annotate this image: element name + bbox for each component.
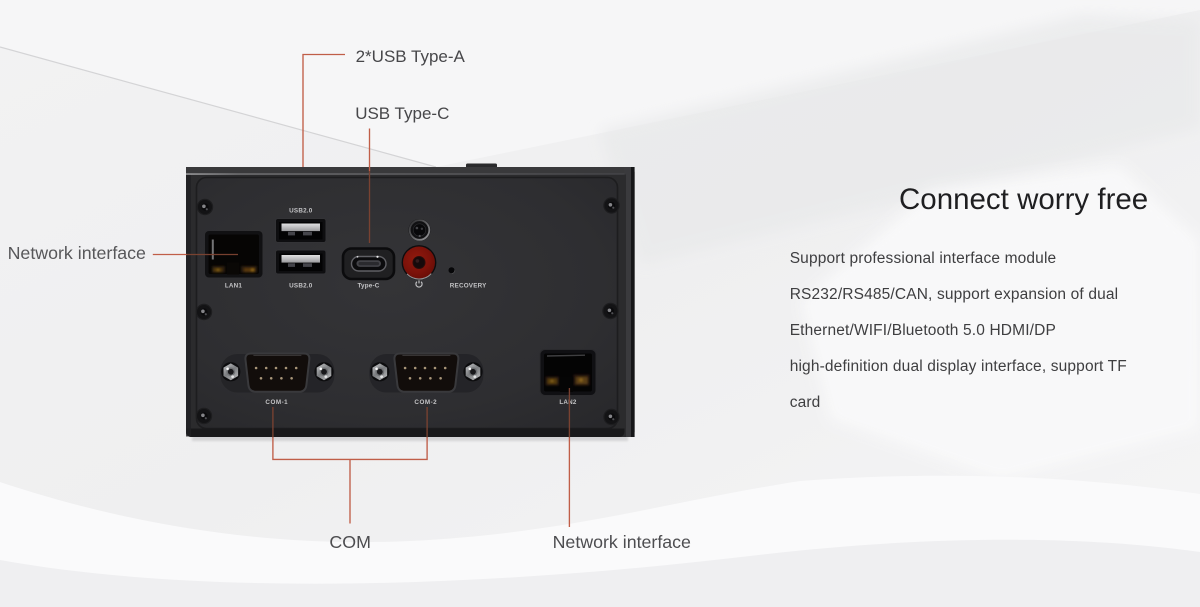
svg-text:USB2.0: USB2.0 (289, 282, 313, 289)
svg-text:RECOVERY: RECOVERY (450, 283, 487, 290)
svg-text:USB2.0: USB2.0 (289, 208, 313, 215)
svg-text:COM-1: COM-1 (265, 399, 288, 406)
svg-text:Type-C: Type-C (357, 282, 379, 289)
svg-text:LAN1: LAN1 (225, 282, 243, 289)
svg-text:COM-2: COM-2 (414, 399, 437, 406)
svg-text:LAN2: LAN2 (559, 399, 577, 406)
